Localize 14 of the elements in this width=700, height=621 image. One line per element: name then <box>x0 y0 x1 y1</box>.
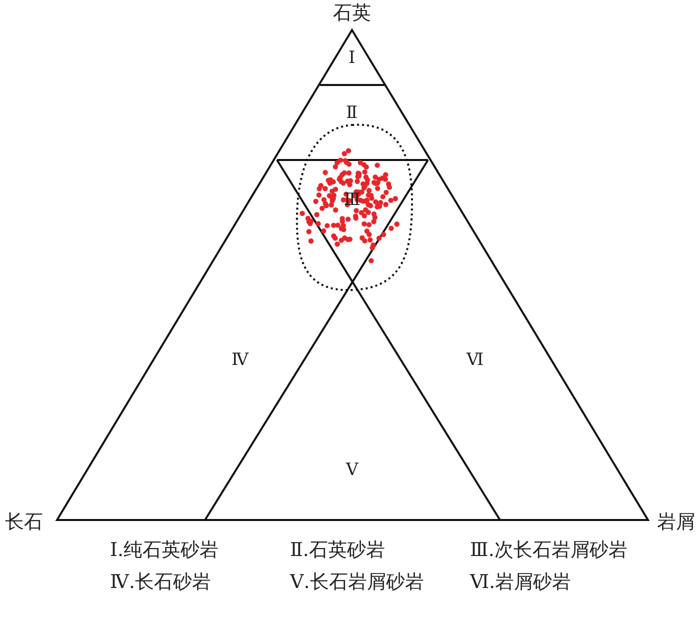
region-numeral: Ⅴ <box>346 459 358 481</box>
vertex-label: 石英 <box>333 2 371 24</box>
region-numeral: Ⅳ <box>232 349 248 371</box>
region-numeral: Ⅰ <box>348 47 356 69</box>
region-numeral: Ⅱ <box>346 102 358 124</box>
legend-text: Ⅵ.岩屑砂岩 <box>470 571 572 593</box>
vertex-label: 长石 <box>5 511 43 533</box>
legend-text: Ⅲ.次长石岩屑砂岩 <box>470 539 628 561</box>
vertex-label: 岩屑 <box>657 511 695 533</box>
region-numeral: Ⅵ <box>466 349 484 371</box>
legend-text: Ⅰ.纯石英砂岩 <box>110 539 219 561</box>
legend-text: Ⅱ.石英砂岩 <box>290 539 385 561</box>
legend-text: Ⅳ.长石砂岩 <box>110 571 212 593</box>
legend-text: Ⅴ.长石岩屑砂岩 <box>290 571 424 593</box>
